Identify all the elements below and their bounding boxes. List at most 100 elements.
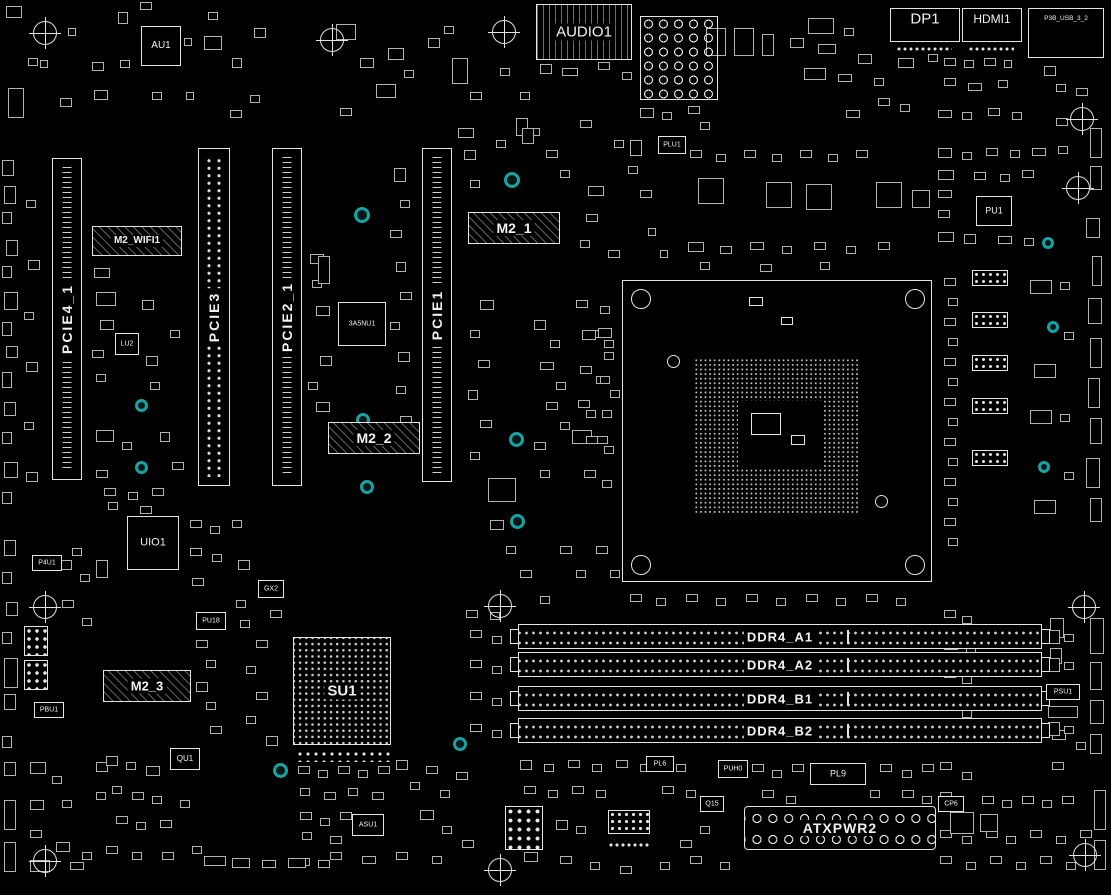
smd-part (396, 262, 406, 272)
smd-part (690, 856, 702, 864)
smd-part (902, 790, 914, 798)
su1-chip[interactable]: SU1 (293, 637, 391, 745)
smd-part (750, 242, 764, 250)
plated-hole (360, 480, 374, 494)
p4u1-part[interactable]: P4U1 (32, 555, 62, 571)
socket-cam-hole (875, 495, 888, 508)
smd-part (132, 792, 144, 800)
smd-part (962, 152, 972, 160)
audio1-connector[interactable]: AUDIO1 (536, 4, 632, 60)
smd-part (776, 598, 786, 606)
smd-part (600, 376, 610, 384)
smd-part (556, 820, 568, 830)
smd-part (1090, 700, 1104, 724)
pcie3-slot[interactable]: PCIE3 (198, 148, 230, 486)
gx2-part[interactable]: GX2 (258, 580, 284, 598)
plated-hole (508, 431, 524, 447)
smd-part (1064, 634, 1074, 642)
smd-part (828, 154, 838, 162)
pl6-part[interactable]: PL6 (646, 756, 674, 772)
smd-part (96, 470, 108, 478)
ddr4-b2-slot[interactable]: DDR4_B2 (510, 718, 1050, 743)
smd-part (180, 800, 190, 808)
psu1-part[interactable]: PSU1 (1046, 684, 1080, 700)
smd-part (1022, 170, 1034, 178)
smd-part (456, 772, 468, 780)
pad-array (972, 450, 1008, 466)
smd-part (208, 12, 218, 20)
m2-wifi1-slot-label: M2_WIFI1 (110, 235, 164, 247)
smd-part (348, 788, 358, 796)
smd-part (962, 112, 972, 120)
cpu-socket[interactable] (622, 280, 932, 582)
smd-part (2, 266, 12, 278)
pbu1-part[interactable]: PBU1 (34, 702, 64, 718)
smd-part (948, 378, 958, 386)
pcie4-1-slot[interactable]: PCIE4_1 (52, 158, 82, 480)
smd-part (962, 616, 972, 624)
smd-part (660, 862, 670, 870)
smd-part (944, 358, 956, 366)
qu1-chip[interactable]: QU1 (170, 748, 200, 770)
smd-part (912, 190, 930, 208)
pcie2-1-slot[interactable]: PCIE2_1 (272, 148, 302, 486)
pcie1-slot[interactable]: PCIE1 (422, 148, 452, 482)
m2-1-slot[interactable]: M2_1 (468, 212, 560, 244)
pcie1-slot-label: PCIE1 (428, 285, 446, 345)
smd-part (1052, 762, 1064, 770)
smd-part (700, 262, 710, 270)
smd-part (598, 328, 612, 338)
m2-wifi1-slot[interactable]: M2_WIFI1 (92, 226, 182, 256)
smd-part (302, 832, 312, 840)
cp6-part[interactable]: CP6 (938, 796, 964, 812)
smd-part (62, 600, 74, 608)
ddr4-a2-slot[interactable]: DDR4_A2 (510, 652, 1050, 677)
smd-part (690, 150, 702, 158)
smd-part (550, 340, 560, 348)
smd-part (196, 640, 208, 648)
uio1-chip[interactable]: UIO1 (127, 516, 179, 570)
smd-part (362, 856, 376, 864)
smd-part (944, 278, 956, 286)
smd-part (2, 492, 12, 504)
q15-part[interactable]: Q15 (700, 796, 724, 812)
puh0-part[interactable]: PUH0 (718, 760, 748, 778)
smd-part (806, 184, 832, 210)
smd-part (2, 160, 14, 176)
dp1-connector[interactable]: DP1 (890, 8, 960, 42)
smd-part (1060, 282, 1070, 290)
ddr4-b1-slot[interactable]: DDR4_B1 (510, 686, 1050, 711)
atxpwr2-connector[interactable]: ATXPWR2 (744, 806, 936, 850)
m2-2-slot[interactable]: M2_2 (328, 422, 420, 454)
smd-part (962, 836, 972, 844)
smd-part (686, 594, 698, 602)
hdmi1-connector[interactable]: HDMI1 (962, 8, 1022, 42)
smd-part (104, 488, 116, 496)
pu1-chip[interactable]: PU1 (976, 196, 1012, 226)
plated-hole (1047, 321, 1059, 333)
pu18-part[interactable]: PU18 (196, 612, 226, 630)
plu1-part[interactable]: PLU1 (658, 136, 686, 154)
pl9-part[interactable]: PL9 (810, 763, 866, 785)
m2-3-slot[interactable]: M2_3 (103, 670, 191, 702)
lu2-chip[interactable]: LU2 (115, 333, 139, 355)
smd-part (192, 846, 202, 854)
ddr4-a1-slot[interactable]: DDR4_A1 (510, 624, 1050, 649)
pad-array (972, 312, 1008, 328)
asu1-chip[interactable]: ASU1 (352, 814, 384, 836)
plated-hole (509, 513, 525, 529)
a5nu1-chip[interactable]: 3A5NU1 (338, 302, 386, 346)
ddr4-a2-slot-label: DDR4_A2 (743, 657, 817, 672)
smd-part (4, 800, 16, 830)
smd-part (210, 526, 220, 534)
au1-chip[interactable]: AU1 (141, 26, 181, 66)
fiducial-crosshair (29, 845, 61, 877)
usb32-header[interactable]: P3B_USB_3_2 (1028, 8, 1104, 58)
smd-part (1056, 836, 1066, 844)
smd-part (24, 312, 34, 320)
smd-part (204, 36, 222, 50)
smd-part (506, 546, 516, 554)
smd-part (944, 398, 956, 406)
smd-part (534, 442, 546, 450)
